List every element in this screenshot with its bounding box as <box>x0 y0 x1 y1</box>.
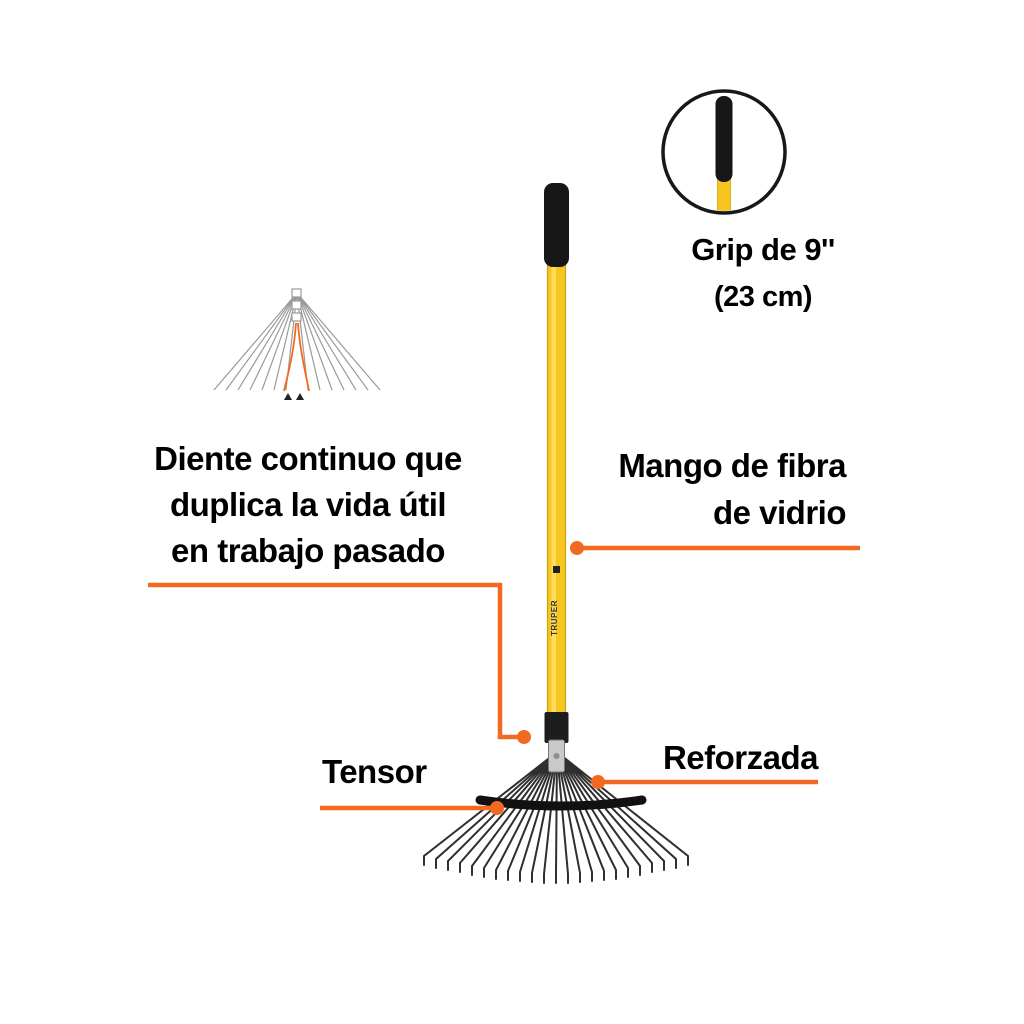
schematic-link-1 <box>291 288 302 298</box>
rake-graphic: TRUPER <box>423 183 689 884</box>
grip-sublabel: (23 cm) <box>713 281 813 313</box>
tooth-label-line2: duplica la vida útil <box>169 486 447 523</box>
tooth-label: Diente continuo que duplica la vida útil… <box>128 436 488 574</box>
rake-tines <box>423 751 689 884</box>
handle-label-line2: de vidrio <box>712 494 847 531</box>
inset-grip <box>715 96 733 182</box>
schematic-arrow-right <box>296 393 304 400</box>
reinforced-label: Reforzada <box>662 739 819 776</box>
rake-collar <box>544 712 569 743</box>
tooth-label-line3: en trabajo pasado <box>171 532 445 569</box>
schematic-link-2 <box>291 300 302 310</box>
brand-logo-mark <box>553 566 560 573</box>
rake-grip <box>544 183 569 267</box>
tensor-label: Tensor <box>322 753 427 790</box>
leader-reinforced-dot <box>591 775 605 789</box>
brand-text: TRUPER <box>550 600 559 636</box>
grip-label: Grip de 9'' <box>691 232 835 267</box>
schematic-arrow-left <box>284 393 292 400</box>
leader-handle-dot <box>570 541 584 555</box>
leader-tensor-dot <box>490 801 504 815</box>
rake-clamp-bolt <box>553 753 560 759</box>
schematic-tines <box>213 292 381 391</box>
tooth-label-line1: Diente continuo que <box>154 440 462 477</box>
grip-detail-inset <box>661 89 787 215</box>
leader-lines <box>148 541 860 815</box>
handle-label-line1: Mango de fibra <box>618 447 846 484</box>
rake-handle-highlight <box>551 260 556 715</box>
tooth-schematic <box>213 288 381 400</box>
schematic-orange-teeth <box>283 322 310 392</box>
leader-tooth-dot <box>517 730 531 744</box>
schematic-link-3 <box>291 312 302 322</box>
leader-tooth <box>148 582 518 740</box>
handle-label: Mango de fibra de vidrio <box>590 442 846 536</box>
rake-handle <box>546 257 567 718</box>
